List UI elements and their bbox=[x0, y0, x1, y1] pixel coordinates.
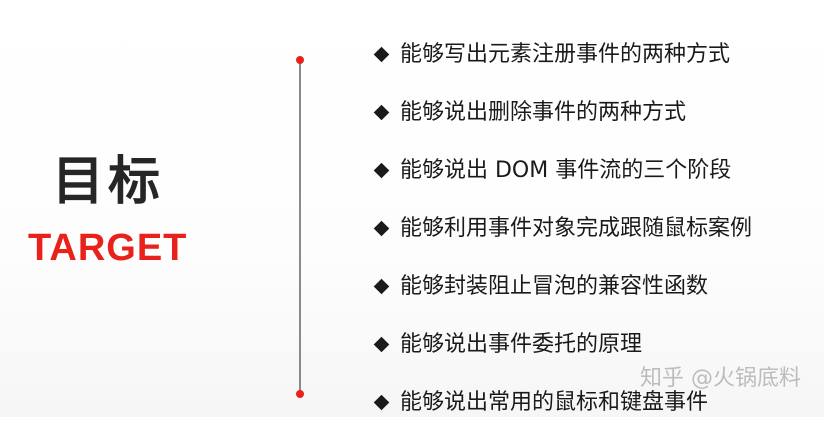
goal-text: 能够说出常用的鼠标和键盘事件 bbox=[400, 390, 709, 415]
goal-text: 能够说出删除事件的两种方式 bbox=[400, 100, 687, 125]
slide-title: 目标 bbox=[52, 152, 165, 212]
diamond-bullet-icon bbox=[373, 336, 390, 353]
goal-text: 能够封装阻止冒泡的兼容性函数 bbox=[400, 274, 709, 299]
timeline-top-dot-icon bbox=[296, 56, 304, 64]
goal-item: 能够写出元素注册事件的两种方式 bbox=[372, 38, 752, 71]
diamond-bullet-icon bbox=[373, 104, 390, 121]
goal-item: 能够说出事件委托的原理 bbox=[372, 328, 752, 361]
goal-item: 能够利用事件对象完成跟随鼠标案例 bbox=[372, 212, 752, 245]
goal-item: 能够说出删除事件的两种方式 bbox=[372, 96, 752, 129]
diamond-bullet-icon bbox=[373, 394, 390, 411]
slide: 目标 TARGET 能够写出元素注册事件的两种方式 能够说出删除事件的两种方式 … bbox=[0, 0, 824, 417]
timeline-divider bbox=[299, 60, 301, 394]
goal-text: 能够说出事件委托的原理 bbox=[400, 332, 643, 357]
goal-text: 能够说出 DOM 事件流的三个阶段 bbox=[400, 158, 732, 183]
diamond-bullet-icon bbox=[373, 220, 390, 237]
goal-item: 能够说出 DOM 事件流的三个阶段 bbox=[372, 154, 752, 187]
goal-text: 能够利用事件对象完成跟随鼠标案例 bbox=[400, 216, 753, 241]
diamond-bullet-icon bbox=[373, 162, 390, 179]
slide-subtitle: TARGET bbox=[28, 227, 188, 269]
goal-text: 能够写出元素注册事件的两种方式 bbox=[400, 42, 731, 67]
goal-item: 能够封装阻止冒泡的兼容性函数 bbox=[372, 270, 752, 303]
goal-item: 能够说出常用的鼠标和键盘事件 bbox=[372, 386, 752, 419]
diamond-bullet-icon bbox=[373, 46, 390, 63]
goal-list: 能够写出元素注册事件的两种方式 能够说出删除事件的两种方式 能够说出 DOM 事… bbox=[372, 38, 752, 444]
timeline-bottom-dot-icon bbox=[296, 390, 304, 398]
watermark: 知乎 @火锅底料 bbox=[640, 366, 801, 391]
diamond-bullet-icon bbox=[373, 278, 390, 295]
